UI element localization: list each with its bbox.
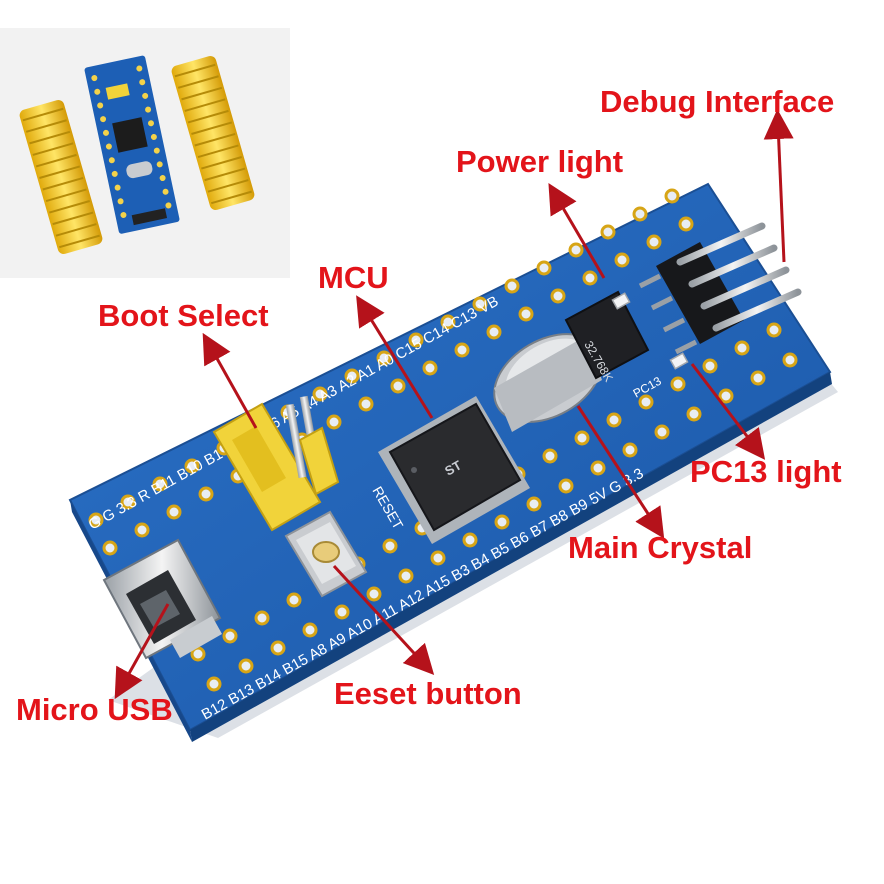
arrow-pc13-light	[690, 363, 766, 460]
arrow-main-crystal	[576, 405, 665, 539]
label-micro-usb: Micro USB	[16, 692, 173, 727]
power-led	[611, 292, 631, 310]
arrow-micro-usb	[114, 603, 170, 700]
pin-holes-back-row	[88, 188, 680, 528]
pin-holes-back-row-2	[102, 216, 694, 556]
mcu-chip: ST	[378, 396, 530, 544]
boot-jumper	[212, 395, 340, 532]
label-reset-button: Eeset button	[334, 676, 522, 711]
arrow-mcu	[356, 295, 434, 419]
label-debug-interface: Debug Interface	[600, 84, 835, 119]
label-main-crystal: Main Crystal	[568, 530, 753, 565]
arrow-power-light	[548, 183, 606, 279]
arrow-debug-interface	[763, 109, 794, 263]
callout-arrows	[114, 109, 794, 700]
debug-header	[638, 222, 802, 355]
label-mcu: MCU	[318, 260, 389, 295]
micro-usb-connector	[102, 538, 222, 660]
inset-board	[84, 55, 180, 234]
pin-holes-front-row	[206, 352, 798, 692]
arrow-reset-button	[332, 564, 435, 676]
label-power-light: Power light	[456, 144, 624, 179]
chip-marking: ST	[442, 457, 464, 478]
reset-push-button	[284, 510, 368, 598]
arrow-boot-select	[202, 332, 258, 429]
label-pc13-light: PC13 light	[690, 454, 842, 489]
pcb-edge	[190, 372, 832, 742]
main-crystal	[493, 333, 603, 432]
pc13-led	[669, 352, 689, 370]
label-boot-select: Boot Select	[98, 298, 269, 333]
rtc-crystal: 32.768K	[564, 290, 650, 384]
inset-left-header-strip	[19, 99, 103, 255]
inset-right-header-strip	[171, 55, 255, 211]
